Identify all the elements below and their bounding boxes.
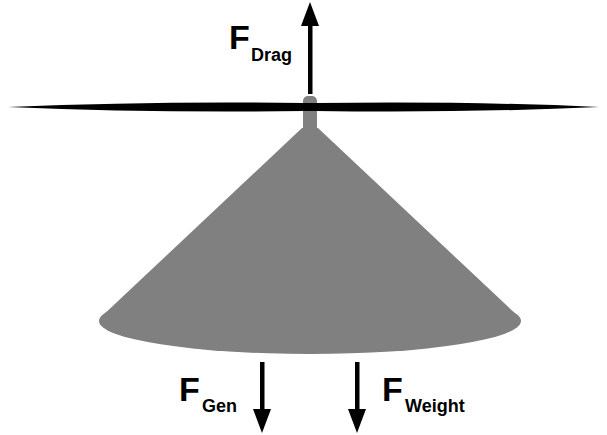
force-symbol: F — [179, 372, 200, 406]
force-symbol: F — [229, 20, 250, 54]
drag-arrow-head — [301, 2, 319, 26]
weight-arrow-head — [348, 409, 366, 433]
rotor-hub — [303, 96, 317, 134]
drag-arrow-shaft — [308, 22, 313, 94]
gen-arrow-head — [253, 409, 271, 433]
force-subscript: Drag — [251, 46, 292, 64]
force-subscript: Gen — [202, 397, 237, 415]
cone-base — [99, 288, 521, 354]
force-symbol: F — [382, 372, 403, 406]
gen-arrow-shaft — [260, 362, 265, 412]
force-subscript: Weight — [405, 397, 465, 415]
weight-arrow-shaft — [355, 362, 360, 412]
propeller-blade — [8, 103, 599, 112]
